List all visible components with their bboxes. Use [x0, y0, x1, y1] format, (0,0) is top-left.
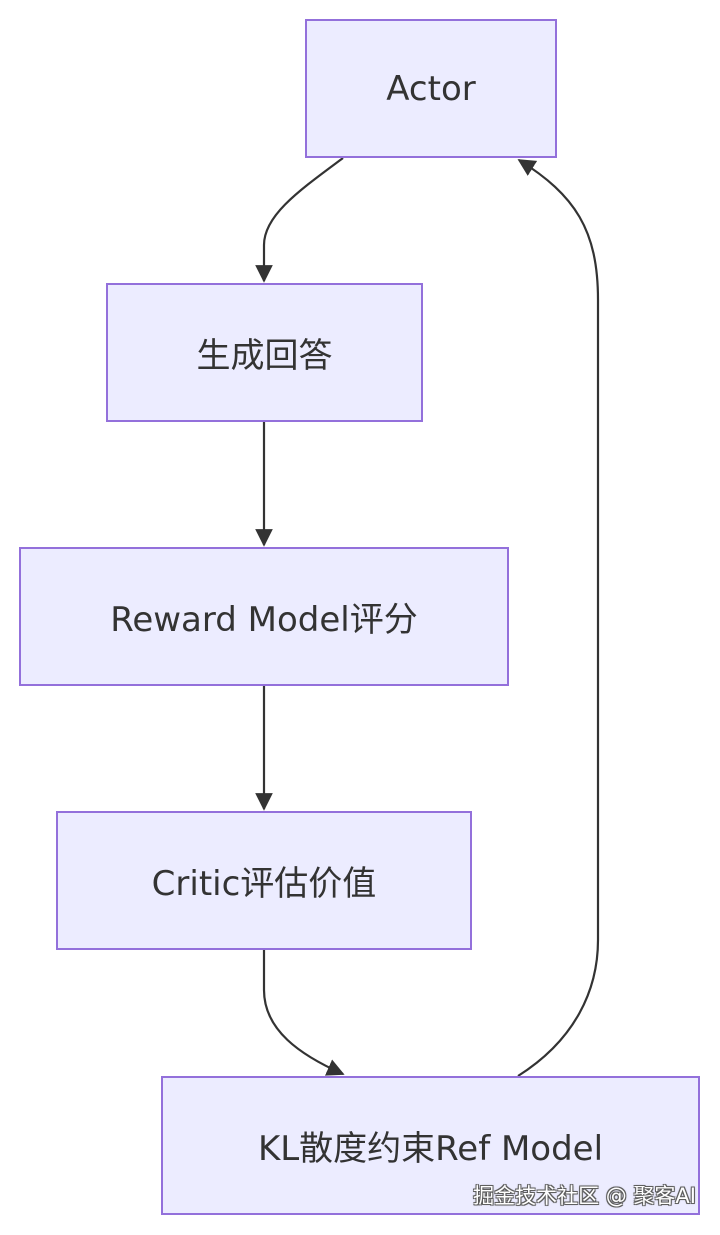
node-critic: Critic评估价值 [56, 811, 472, 950]
node-reward-model: Reward Model评分 [19, 547, 509, 686]
node-actor: Actor [305, 19, 557, 158]
node-actor-label: Actor [386, 68, 476, 109]
node-generate-answer-label: 生成回答 [196, 336, 333, 376]
node-generate-answer: 生成回答 [106, 283, 423, 422]
node-critic-label: Critic评估价值 [151, 864, 377, 904]
edge-kl-to-actor [517, 159, 600, 1077]
edge-critic-to-kl [262, 950, 345, 1076]
node-kl-constraint: KL散度约束Ref Model [161, 1076, 700, 1215]
edge-actor-to-generate [255, 157, 344, 283]
node-kl-constraint-label: KL散度约束Ref Model [257, 1129, 604, 1169]
node-reward-model-label: Reward Model评分 [110, 600, 418, 640]
watermark: 掘金技术社区 @ 聚客AI [473, 1184, 696, 1208]
